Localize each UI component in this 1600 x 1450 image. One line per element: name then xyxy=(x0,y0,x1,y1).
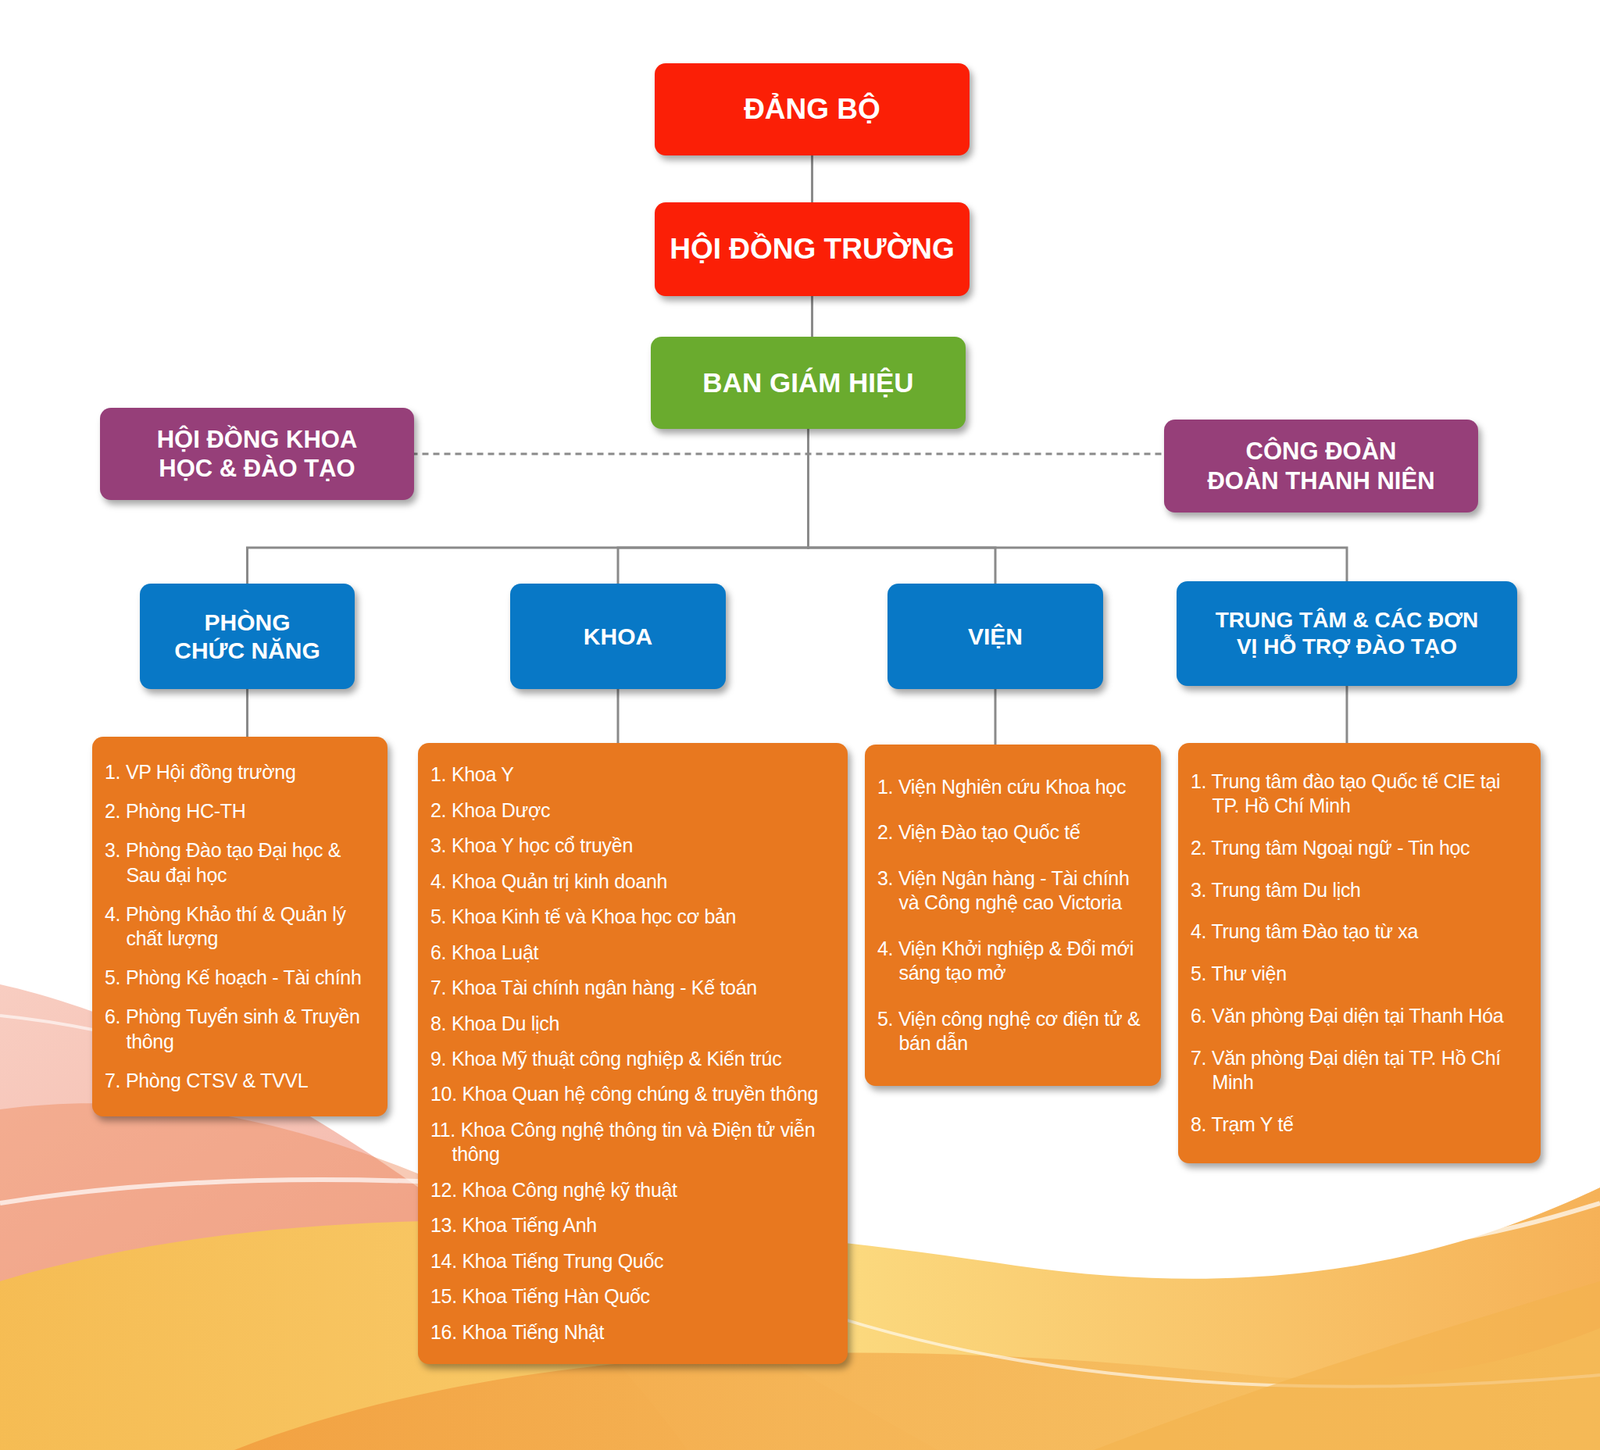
board-box: BAN GIÁM HIỆU xyxy=(650,336,966,429)
unit-list-box: 1. VP Hội đồng trường 2. Phòng HC-TH 3. Ph… xyxy=(92,736,388,1117)
unit-item: 3. Khoa Y học cổ truyền xyxy=(430,833,837,858)
unit-item: 2. Phòng HC-TH xyxy=(104,799,377,824)
unit-item: 2. Trung tâm Ngoại ngữ - Tin học xyxy=(1190,835,1530,861)
unit-item: 13. Khoa Tiếng Anh xyxy=(430,1213,837,1238)
unit-item: 6. Văn phòng Đại diện tại Thanh Hóa xyxy=(1190,1003,1530,1029)
unit-item: 1. Trung tâm đào tạo Quốc tế CIE tại TP.… xyxy=(1190,769,1530,819)
unit-item: 1. Viện Nghiên cứu Khoa học xyxy=(877,775,1150,800)
unit-item: 9. Khoa Mỹ thuật công nghiệp & Kiến trúc xyxy=(430,1046,837,1072)
category-box: TRUNG TÂM & CÁC ĐƠN VỊ HỖ TRỢ ĐÀO TẠO xyxy=(1176,581,1518,686)
box-title: ĐẢNG BỘ xyxy=(743,92,881,127)
box-title: TRUNG TÂM & CÁC ĐƠN VỊ HỖ TRỢ ĐÀO TẠO xyxy=(1185,607,1508,660)
connector-line xyxy=(808,428,997,584)
council-box: HỘI ĐỒNG TRƯỜNG xyxy=(654,202,970,297)
box-title: PHÒNG CHỨC NĂNG xyxy=(149,608,346,665)
unit-item: 15. Khoa Tiếng Hàn Quốc xyxy=(430,1284,837,1309)
connector-line xyxy=(810,296,814,337)
box-title: CÔNG ĐOÀN xyxy=(1246,436,1397,466)
category-box: VIỆN xyxy=(887,583,1104,690)
unit-item: 3. Trung tâm Du lịch xyxy=(1190,878,1530,903)
unit-item: 5. Phòng Kế hoạch - Tài chính xyxy=(104,965,377,990)
dashed-connector xyxy=(808,428,1165,454)
unit-item: 16. Khoa Tiếng Nhật xyxy=(430,1320,837,1345)
unit-list-box: 1. Khoa Y 2. Khoa Dược 3. Khoa Y học cổ tr… xyxy=(417,742,848,1365)
wave xyxy=(1093,1281,1600,1450)
unit-item: 4. Phòng Khảo thí & Quản lý chất lượng xyxy=(104,902,377,952)
unit-list-box: 1. Viện Nghiên cứu Khoa học 2. Viện Đào t… xyxy=(864,744,1161,1086)
box-title: ĐOÀN THANH NIÊN xyxy=(1207,466,1435,496)
unit-item: 11. Khoa Công nghệ thông tin và Điện tử … xyxy=(430,1117,837,1168)
category-box: PHÒNG CHỨC NĂNG xyxy=(139,583,355,690)
union-box: CÔNG ĐOÀNĐOÀN THANH NIÊN xyxy=(1164,419,1479,513)
unit-item: 7. Phòng CTSV & TVVL xyxy=(104,1068,377,1093)
connector-line xyxy=(617,428,809,584)
unit-item: 14. Khoa Tiếng Trung Quốc xyxy=(430,1249,837,1274)
unit-item: 2. Khoa Dược xyxy=(430,798,837,823)
unit-item: 10. Khoa Quan hệ công chúng & truyền thô… xyxy=(430,1082,837,1107)
unit-item: 5. Khoa Kinh tế và Khoa học cơ bản xyxy=(430,904,837,929)
box-title: VIỆN xyxy=(967,622,1023,651)
unit-list-box: 1. Trung tâm đào tạo Quốc tế CIE tại TP.… xyxy=(1178,742,1541,1164)
party-box: ĐẢNG BỘ xyxy=(654,63,970,156)
connector-line xyxy=(810,155,814,203)
box-title: HỘI ĐỒNG TRƯỜNG xyxy=(669,232,954,267)
box-title: BAN GIÁM HIỆU xyxy=(702,366,914,400)
unit-item: 5. Thư viện xyxy=(1190,961,1530,986)
unit-item: 12. Khoa Công nghệ kỹ thuật xyxy=(430,1178,837,1203)
unit-item: 6. Phòng Tuyển sinh & Truyền thông xyxy=(104,1004,377,1054)
box-title: KHOA xyxy=(583,622,653,651)
connector-line xyxy=(1346,685,1349,743)
unit-item: 3. Phòng Đào tạo Đại học & Sau đại học xyxy=(104,838,377,888)
unit-item: 3. Viện Ngân hàng - Tài chính và Công ng… xyxy=(877,866,1150,916)
unit-item: 7. Khoa Tài chính ngân hàng - Kế toán xyxy=(430,975,837,1000)
unit-item: 6. Khoa Luật xyxy=(430,940,837,965)
unit-item: 4. Khoa Quản trị kinh doanh xyxy=(430,869,837,894)
unit-item: 2. Viện Đào tạo Quốc tế xyxy=(877,820,1150,845)
unit-item: 7. Văn phòng Đại diện tại TP. Hồ Chí Min… xyxy=(1190,1046,1530,1096)
box-title: HỘI ĐỒNG KHOA HỌC & ĐÀO TẠO xyxy=(109,425,405,483)
connector-line xyxy=(246,689,249,737)
unit-item: 8. Khoa Du lịch xyxy=(430,1011,837,1036)
unit-item: 1. VP Hội đồng trường xyxy=(104,760,377,785)
dashed-connector xyxy=(414,428,809,454)
connector-line xyxy=(994,689,997,745)
unit-item: 4. Trung tâm Đào tạo từ xa xyxy=(1190,919,1530,944)
unit-item: 1. Khoa Y xyxy=(430,762,837,787)
unit-item: 5. Viện công nghệ cơ điện tử & bán dẫn xyxy=(877,1007,1150,1057)
category-box: KHOA xyxy=(510,583,726,690)
unit-item: 4. Viện Khởi nghiệp & Đổi mới sáng tạo m… xyxy=(877,936,1150,986)
connector-line xyxy=(617,689,620,743)
unit-item: 8. Trạm Y tế xyxy=(1190,1112,1530,1137)
advisory-box: HỘI ĐỒNG KHOA HỌC & ĐÀO TẠO xyxy=(100,407,415,500)
